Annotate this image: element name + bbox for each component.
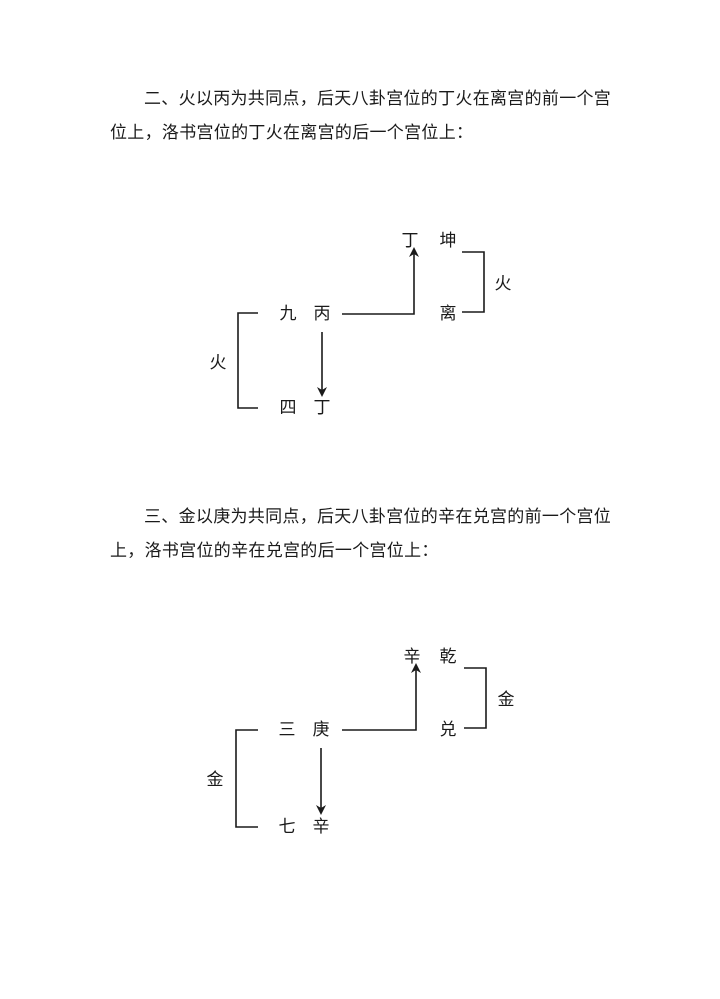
diagram-metal-lines bbox=[235, 663, 487, 828]
label-left-bracket: 金 bbox=[206, 770, 224, 790]
label-mid-left-number: 三 bbox=[278, 720, 296, 740]
label-right-bracket: 金 bbox=[497, 690, 515, 710]
elbow-arrow bbox=[342, 663, 421, 731]
left-bracket bbox=[235, 729, 258, 828]
paragraph-metal: 三、金以庚为共同点，后天八卦宫位的辛在兑宫的前一个宫位上，洛书宫位的辛在兑宫的后… bbox=[110, 507, 612, 561]
label-bottom-stem: 丁 bbox=[313, 398, 331, 418]
label-mid-right: 离 bbox=[439, 304, 457, 324]
label-bottom-number: 七 bbox=[278, 817, 296, 837]
label-mid-left-number: 九 bbox=[279, 304, 297, 324]
paragraph-fire: 二、火以丙为共同点，后天八卦宫位的丁火在离宫的前一个宫位上，洛书宫位的丁火在离宫… bbox=[110, 89, 612, 143]
label-top-left: 丁 bbox=[401, 231, 419, 251]
label-top-right: 乾 bbox=[439, 647, 457, 667]
label-top-right: 坤 bbox=[439, 231, 457, 251]
label-right-bracket: 火 bbox=[494, 274, 512, 294]
label-mid-right: 兑 bbox=[439, 720, 457, 740]
label-bottom-number: 四 bbox=[279, 398, 297, 418]
label-top-left: 辛 bbox=[403, 647, 421, 667]
right-bracket bbox=[464, 667, 487, 729]
left-bracket bbox=[237, 312, 258, 409]
label-bottom-stem: 辛 bbox=[312, 817, 330, 837]
label-mid-left-stem: 庚 bbox=[312, 720, 330, 740]
label-left-bracket: 火 bbox=[209, 353, 227, 373]
elbow-arrow bbox=[342, 247, 419, 315]
right-bracket bbox=[462, 251, 485, 313]
label-mid-left-stem: 丙 bbox=[313, 304, 331, 324]
diagram-fire-lines bbox=[237, 247, 485, 409]
diagram-fire: 丁 坤 离 火 九 丙 四 丁 火 bbox=[0, 215, 720, 435]
diagram-metal: 辛 乾 兑 金 三 庚 七 辛 金 bbox=[0, 630, 720, 850]
